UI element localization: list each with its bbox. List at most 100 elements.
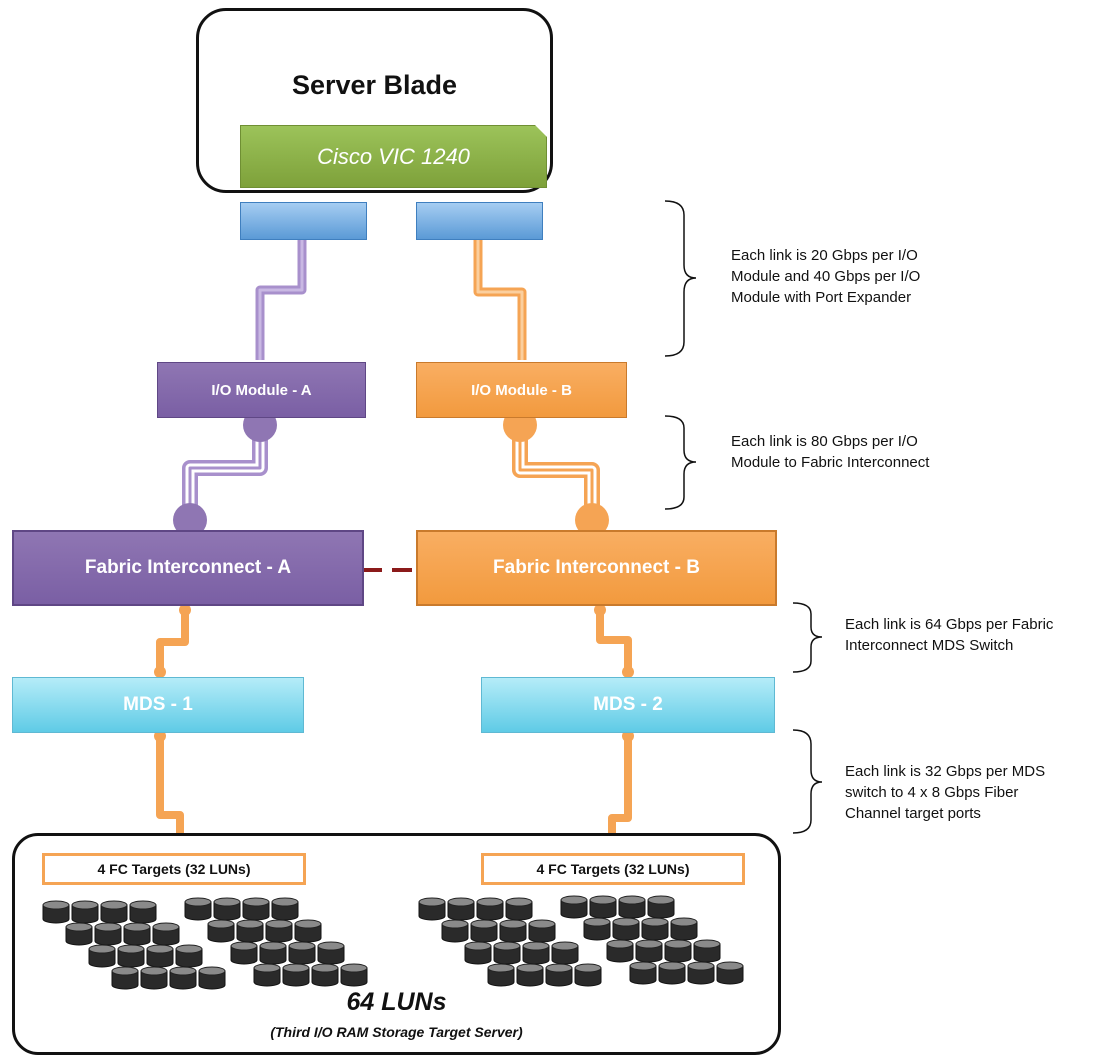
vic-port-b [416, 202, 543, 240]
disk-icon [693, 939, 721, 963]
disk-icon [236, 919, 264, 943]
disk-icon [230, 941, 258, 965]
brace-icon [664, 415, 697, 510]
disk-icon [589, 895, 617, 919]
disk-icon [140, 966, 168, 990]
io-module-a: I/O Module - A [157, 362, 366, 418]
disk-icon [618, 895, 646, 919]
disk-icon [242, 897, 270, 921]
link-iom-b-to-fi-b [512, 425, 600, 512]
disk-icon [111, 966, 139, 990]
note-line: Each link is 20 Gbps per I/O [731, 247, 918, 264]
fabric-interconnect-b: Fabric Interconnect - B [416, 530, 777, 606]
disk-icon [635, 939, 663, 963]
disk-icon [294, 919, 322, 943]
connector-node [575, 503, 609, 537]
note-line: Each link is 64 Gbps per Fabric [845, 616, 1054, 633]
io-module-b-label: I/O Module - B [471, 381, 572, 399]
brace-icon [792, 602, 823, 673]
fc-target-group-a: 4 FC Targets (32 LUNs) [42, 853, 306, 885]
disk-icon [129, 900, 157, 924]
disk-icon [88, 944, 116, 968]
fc-target-group-a-label: 4 FC Targets (32 LUNs) [97, 861, 251, 877]
link-fi-a-to-mds-1 [156, 608, 189, 675]
disk-icon [198, 966, 226, 990]
disk-icon [253, 963, 281, 987]
luns-subtitle: (Third I/O RAM Storage Target Server) [270, 1024, 523, 1040]
fabric-interconnect-a: Fabric Interconnect - A [12, 530, 364, 606]
disk-icon [522, 941, 550, 965]
disk-icon [207, 919, 235, 943]
disk-icon [560, 895, 588, 919]
luns-title: 64 LUNs [346, 988, 447, 1016]
disk-icon [516, 963, 544, 987]
disk-icon [311, 963, 339, 987]
disk-icon [71, 900, 99, 924]
disk-icon [574, 963, 602, 987]
note-line: Module with Port Expander [731, 289, 912, 306]
disk-icon [175, 944, 203, 968]
note-iom-to-fi: Each link is 80 Gbps per I/O Module to F… [731, 431, 1031, 473]
disk-icon [259, 941, 287, 965]
note-line: switch to 4 x 8 Gbps Fiber [845, 784, 1019, 801]
disk-icon [340, 963, 368, 987]
io-module-b: I/O Module - B [416, 362, 627, 418]
brace-icon [792, 729, 823, 834]
fc-target-group-b: 4 FC Targets (32 LUNs) [481, 853, 745, 885]
disk-icon [464, 941, 492, 965]
note-mds-to-targets: Each link is 32 Gbps per MDS switch to 4… [845, 761, 1115, 824]
disk-icon [641, 917, 669, 941]
disk-icon [658, 961, 686, 985]
disk-icon [670, 917, 698, 941]
link-fi-b-to-mds-2 [596, 608, 632, 675]
disk-icon [94, 922, 122, 946]
disk-icon [687, 961, 715, 985]
disk-icon [647, 895, 675, 919]
vic-adapter-label: Cisco VIC 1240 [317, 143, 470, 169]
disk-icon [65, 922, 93, 946]
disk-icon [152, 922, 180, 946]
disk-icon [612, 917, 640, 941]
note-line: Each link is 80 Gbps per I/O [731, 433, 918, 450]
link-iom-a-to-fi-a [182, 425, 268, 512]
disk-icon [551, 941, 579, 965]
disk-icon [418, 897, 446, 921]
disk-icon [271, 897, 299, 921]
disk-icon [583, 917, 611, 941]
disk-icon [629, 961, 657, 985]
disk-icon [499, 919, 527, 943]
disk-icon [317, 941, 345, 965]
disk-icon [288, 941, 316, 965]
disk-icon [447, 897, 475, 921]
note-line: Interconnect MDS Switch [845, 637, 1014, 654]
disk-icon [545, 963, 573, 987]
disk-icon [505, 897, 533, 921]
note-line: Module to Fabric Interconnect [731, 454, 930, 471]
disk-icon [146, 944, 174, 968]
io-module-a-label: I/O Module - A [211, 381, 312, 399]
disk-icon [476, 897, 504, 921]
note-blade-to-iom: Each link is 20 Gbps per I/O Module and … [731, 245, 1031, 308]
disk-icon [487, 963, 515, 987]
note-line: Channel target ports [845, 805, 981, 822]
brace-icon [664, 200, 697, 357]
vic-adapter: Cisco VIC 1240 [240, 125, 547, 188]
fabric-interconnect-b-label: Fabric Interconnect - B [493, 557, 700, 578]
disk-icon [493, 941, 521, 965]
fabric-interconnect-a-label: Fabric Interconnect - A [84, 557, 292, 578]
note-line: Module and 40 Gbps per I/O [731, 268, 921, 285]
disk-icon [606, 939, 634, 963]
disk-icon [123, 922, 151, 946]
disk-icon [282, 963, 310, 987]
mds-switch-1: MDS - 1 [12, 677, 304, 733]
disk-icon [117, 944, 145, 968]
note-fi-to-mds: Each link is 64 Gbps per Fabric Intercon… [845, 614, 1115, 656]
server-blade-title: Server Blade [291, 70, 458, 100]
mds-switch-1-label: MDS - 1 [123, 694, 193, 715]
disk-icon [100, 900, 128, 924]
mds-switch-2-label: MDS - 2 [593, 694, 663, 715]
mds-switch-2: MDS - 2 [481, 677, 775, 733]
connector-node [173, 503, 207, 537]
disk-icon [528, 919, 556, 943]
